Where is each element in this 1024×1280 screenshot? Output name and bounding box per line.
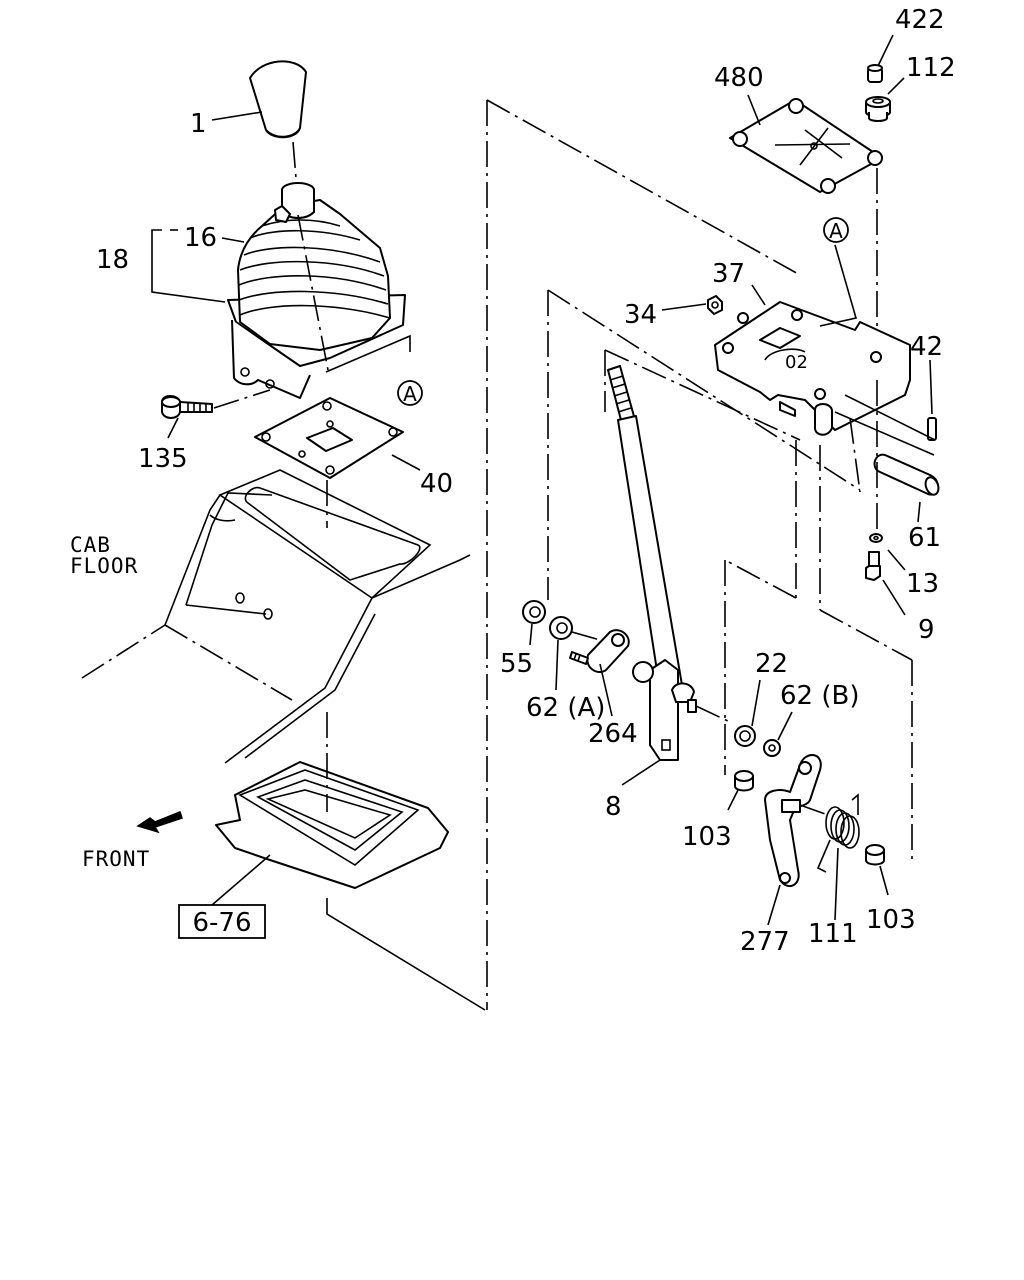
callout-103-right: 103 — [866, 905, 916, 935]
spring-111 — [816, 793, 860, 873]
washer-55 — [522, 600, 546, 624]
callout-480: 480 — [714, 63, 764, 93]
callout-13: 13 — [906, 569, 939, 599]
callout-61: 61 — [908, 523, 941, 553]
callout-16: 16 — [184, 223, 217, 253]
callout-103-left: 103 — [682, 822, 732, 852]
callout-62a: 62 (A) — [526, 693, 605, 723]
bushing-62a — [549, 616, 573, 640]
callout-1: 1 — [190, 109, 207, 139]
bushing-22 — [734, 725, 756, 747]
callout-62b: 62 (B) — [780, 681, 859, 711]
shift-boot — [227, 182, 406, 399]
pin-42 — [927, 417, 937, 441]
shift-knob — [249, 60, 307, 139]
bracket-37: 02 — [714, 301, 911, 436]
front-arrow-icon — [136, 811, 183, 834]
reference-marker-a-left: A — [397, 380, 423, 406]
callout-112: 112 — [906, 53, 956, 83]
svg-text:A: A — [403, 382, 417, 406]
svg-text:02: 02 — [785, 352, 808, 373]
callout-9: 9 — [918, 615, 935, 645]
callout-18: 18 — [96, 245, 129, 275]
cab-floor — [81, 469, 471, 764]
bushing-103-left — [734, 770, 754, 792]
gasket-plate-40 — [254, 397, 404, 479]
callout-55: 55 — [500, 649, 533, 679]
bracket-264 — [569, 629, 654, 683]
bolt-9 — [865, 551, 881, 581]
svg-text:6-76: 6-76 — [192, 908, 251, 938]
reference-box-6-76: 6-76 — [178, 904, 266, 939]
floor-label: FLOOR — [70, 554, 138, 578]
reference-marker-a-right: A — [823, 217, 849, 243]
bushing-62b — [763, 739, 781, 757]
svg-text:A: A — [829, 219, 843, 243]
callout-40: 40 — [420, 469, 453, 499]
floor-frame-6-76 — [215, 761, 449, 889]
callout-34: 34 — [624, 300, 657, 330]
callout-135: 135 — [138, 444, 188, 474]
front-label: FRONT — [82, 847, 150, 871]
callout-22: 22 — [755, 649, 788, 679]
grommet-112 — [865, 96, 891, 122]
shift-lever-8 — [607, 365, 697, 761]
top-cover-480 — [729, 98, 883, 194]
callout-277: 277 — [740, 927, 790, 957]
bolt-135 — [161, 395, 213, 419]
callout-37: 37 — [712, 259, 745, 289]
shaft-61 — [873, 453, 940, 496]
callout-422: 422 — [895, 5, 945, 35]
pin-422 — [867, 64, 883, 83]
callout-264: 264 — [588, 719, 638, 749]
lever-277 — [764, 754, 822, 888]
nut-34 — [707, 295, 723, 315]
callout-8: 8 — [605, 792, 622, 822]
washer-13 — [869, 533, 883, 543]
cab-label: CAB — [70, 533, 111, 557]
bushing-103-right — [865, 844, 885, 866]
callout-111: 111 — [808, 919, 858, 949]
callout-42: 42 — [910, 332, 943, 362]
